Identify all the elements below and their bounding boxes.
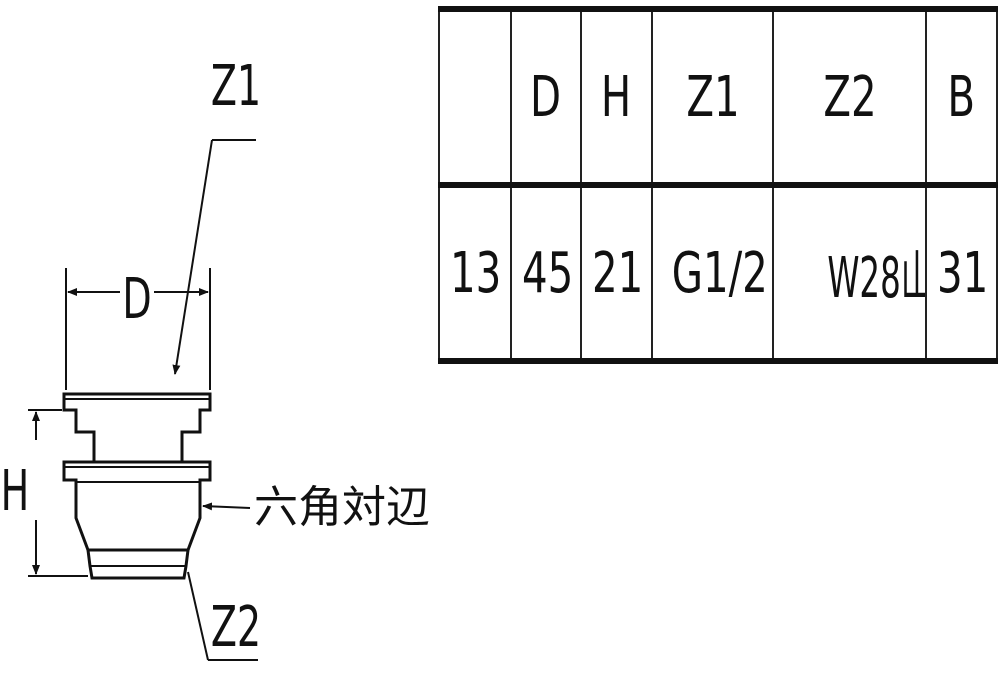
header-size [438,9,512,188]
label-z2: Z2 [211,596,261,660]
header-h: H [580,9,653,188]
fitting-body [62,392,212,580]
fitting-detail-lines [64,398,210,567]
label-z1: Z1 [211,55,261,119]
label-hex-across-flats: 六角対辺 B [254,482,430,533]
header-b: B [925,9,998,188]
label-d: D [122,268,151,332]
z2-leader-line [187,571,258,661]
table-row: 13 45 21 G1/2 W28山16 31 [438,185,998,361]
dimension-table: D H Z1 Z2 B 13 45 21 G1/2 W28山16 31 [438,6,998,364]
h-dimension [28,409,88,577]
label-h: H [1,460,30,524]
cell-h: 21 [580,185,653,361]
header-z1: Z1 [651,9,774,188]
header-d: D [510,9,582,188]
d-dimension [65,268,211,390]
hex-b-arrow [202,502,251,511]
z1-leader-line [172,139,256,375]
fitting-dimension-drawing: Z1 D H 六角対辺 B Z2 [1,55,430,661]
table-header-row: D H Z1 Z2 B [438,9,998,188]
cell-b: 31 [925,185,998,361]
cell-size: 13 [438,185,512,361]
header-z2: Z2 [772,9,927,188]
cell-z1: G1/2 [651,185,774,361]
cell-d: 45 [510,185,582,361]
cell-z2: W28山16 [772,185,927,361]
